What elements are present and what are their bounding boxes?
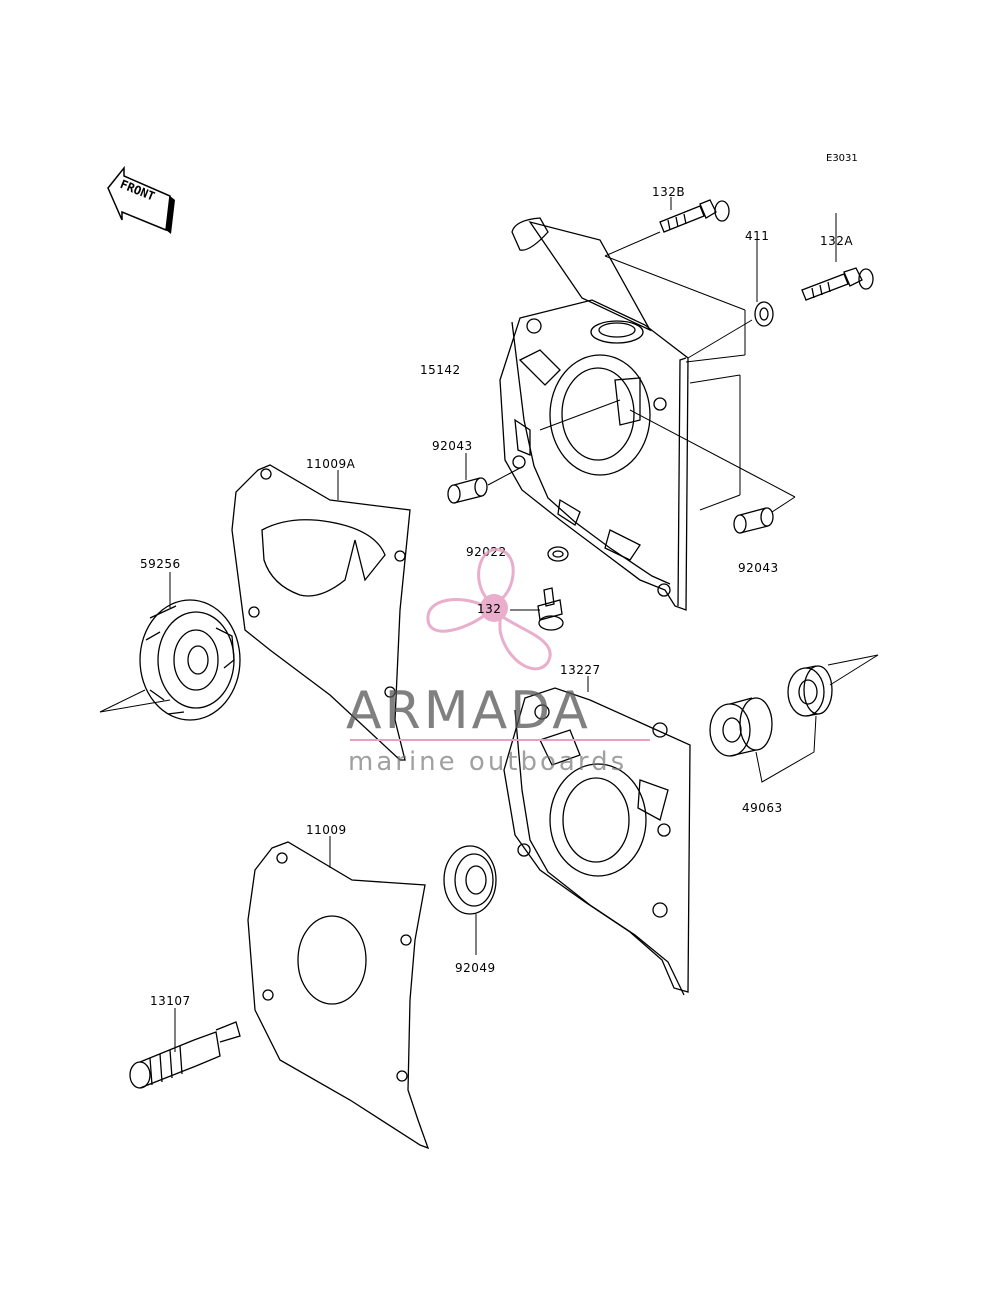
drawing-id: E3031 (826, 153, 858, 164)
bushing-49063-large (709, 697, 773, 757)
callout-132A: 132A (820, 234, 853, 248)
callout-92049: 92049 (455, 961, 496, 975)
bolt-132A (801, 267, 874, 301)
callout-15142: 15142 (420, 363, 461, 377)
cover-13227 (503, 687, 691, 996)
gasket-11009 (247, 841, 430, 1150)
callout-11009: 11009 (306, 823, 347, 837)
gasket-11009A (231, 464, 411, 761)
housing-15142 (499, 217, 689, 611)
front-arrow-icon: FRONT (107, 165, 175, 234)
callout-92043-right: 92043 (738, 561, 779, 575)
armada-watermark: 132 ARMADA marine outboards (346, 548, 650, 777)
callout-92043-left: 92043 (432, 439, 473, 453)
washer-411 (754, 301, 774, 327)
dowel-92043-left (447, 477, 488, 504)
callout-13227: 13227 (560, 663, 601, 677)
propeller-logo-icon (426, 548, 552, 671)
seal-92049 (443, 845, 497, 915)
watermark-tagline: marine outboards (348, 747, 627, 777)
cover-59256 (139, 599, 241, 721)
callout-49063: 49063 (742, 801, 783, 815)
leader-lines (99, 197, 879, 1052)
callout-132B: 132B (652, 185, 685, 199)
watermark-brand: ARMADA (346, 681, 591, 741)
bolt-132 (537, 587, 564, 631)
callout-11009A: 11009A (306, 457, 356, 471)
callout-411: 411 (745, 229, 769, 243)
washer-92022 (547, 546, 569, 562)
callout-13107: 13107 (150, 994, 191, 1008)
bushing-49063-small (787, 665, 833, 717)
callout-59256: 59256 (140, 557, 181, 571)
callout-132: 132 (477, 602, 501, 616)
dowel-92043-right (733, 507, 774, 534)
fitting-13107 (129, 1021, 241, 1089)
bolt-132B (659, 199, 730, 233)
